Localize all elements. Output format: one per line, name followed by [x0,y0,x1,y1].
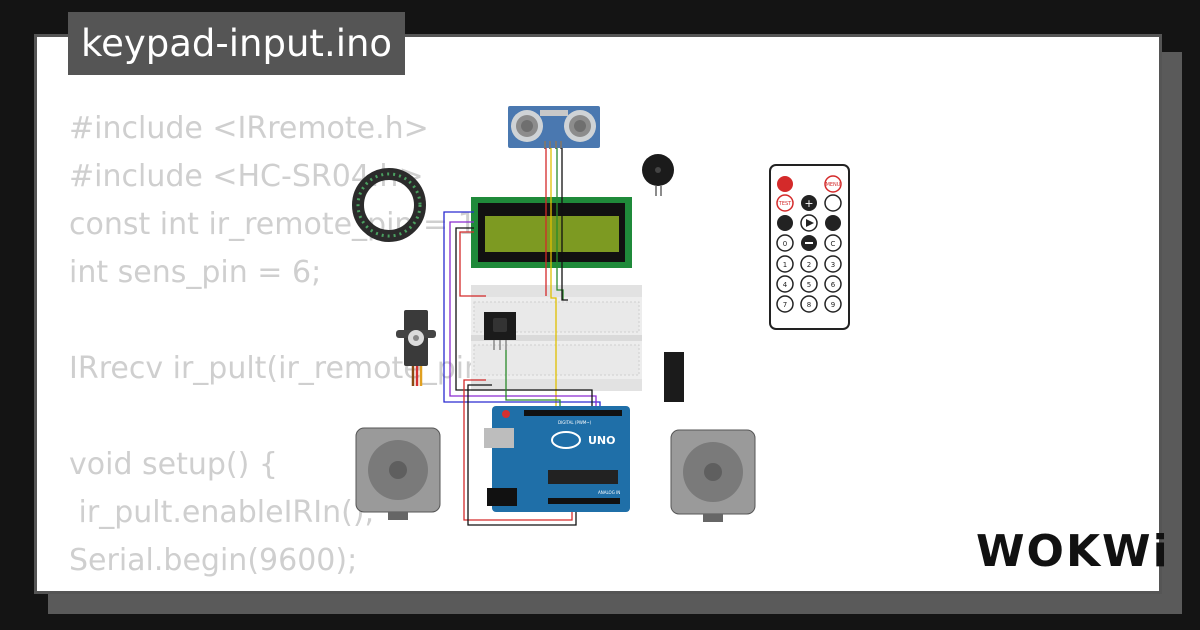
buzzer[interactable] [642,154,674,196]
svg-text:9: 9 [831,301,835,309]
code-line: int sens_pin = 6; [69,255,322,290]
code-line: void setup() { [69,447,278,482]
remote-key-5[interactable] [800,275,818,293]
svg-text:4: 4 [783,281,788,289]
svg-text:+: + [804,197,813,210]
stepper-motor-left[interactable] [355,427,441,520]
svg-text:8: 8 [807,301,811,309]
arduino-analog-label: ANALOG IN [598,490,620,495]
back-icon[interactable] [824,194,842,212]
svg-text:7: 7 [783,301,787,309]
code-line: Serial.begin(9600); [69,543,358,578]
remote-key-8[interactable] [800,295,818,313]
servo-motor[interactable] [396,310,436,386]
remote-key-menu[interactable] [824,175,842,193]
code-line: #include <IRremote.h> [69,111,429,146]
remote-key-plus[interactable] [801,195,817,211]
svg-text:TEST: TEST [778,201,792,207]
rewind-icon[interactable] [777,215,793,231]
ir-remote[interactable]: MENU TEST + 0 C 1 2 3 4 5 6 7 8 9 [769,164,850,330]
svg-text:5: 5 [807,281,811,289]
svg-text:2: 2 [807,261,811,269]
svg-text:1: 1 [783,261,787,269]
arduino-digital-label: DIGITAL (PWM~) [558,420,592,425]
led-ring[interactable] [352,168,426,242]
remote-key-6[interactable] [824,275,842,293]
remote-key-9[interactable] [824,295,842,313]
ir-receiver[interactable] [484,312,516,350]
arduino-brand-label: UNO [588,434,616,447]
svg-text:MENU: MENU [826,182,841,188]
remote-key-c[interactable] [824,234,842,252]
remote-key-7[interactable] [776,295,794,313]
wokwi-logo: WOKWi [976,526,1170,577]
wires [443,148,601,526]
remote-key-3[interactable] [824,255,842,273]
project-title: keypad-input.ino [68,12,406,75]
remote-key-1[interactable] [776,255,794,273]
arduino-uno-board[interactable]: UNO DIGITAL (PWM~) ANALOG IN [484,406,630,512]
code-line: ir_pult.enableIRIn(); [69,495,375,530]
stepper-motor-right[interactable] [670,429,756,522]
svg-text:0: 0 [783,240,787,248]
ic-chip[interactable] [664,352,684,402]
code-preview: #include <IRremote.h>#include <HC-SR04.h… [69,105,505,585]
remote-key-4[interactable] [776,275,794,293]
remote-key-0[interactable] [776,234,794,252]
remote-key-2[interactable] [800,255,818,273]
svg-text:6: 6 [831,281,836,289]
fast-forward-icon[interactable] [825,215,841,231]
ultrasonic-sensor[interactable] [508,106,600,149]
svg-text:3: 3 [831,261,835,269]
svg-text:C: C [831,240,836,248]
remote-key-test[interactable] [776,194,794,212]
power-icon[interactable] [777,176,793,192]
